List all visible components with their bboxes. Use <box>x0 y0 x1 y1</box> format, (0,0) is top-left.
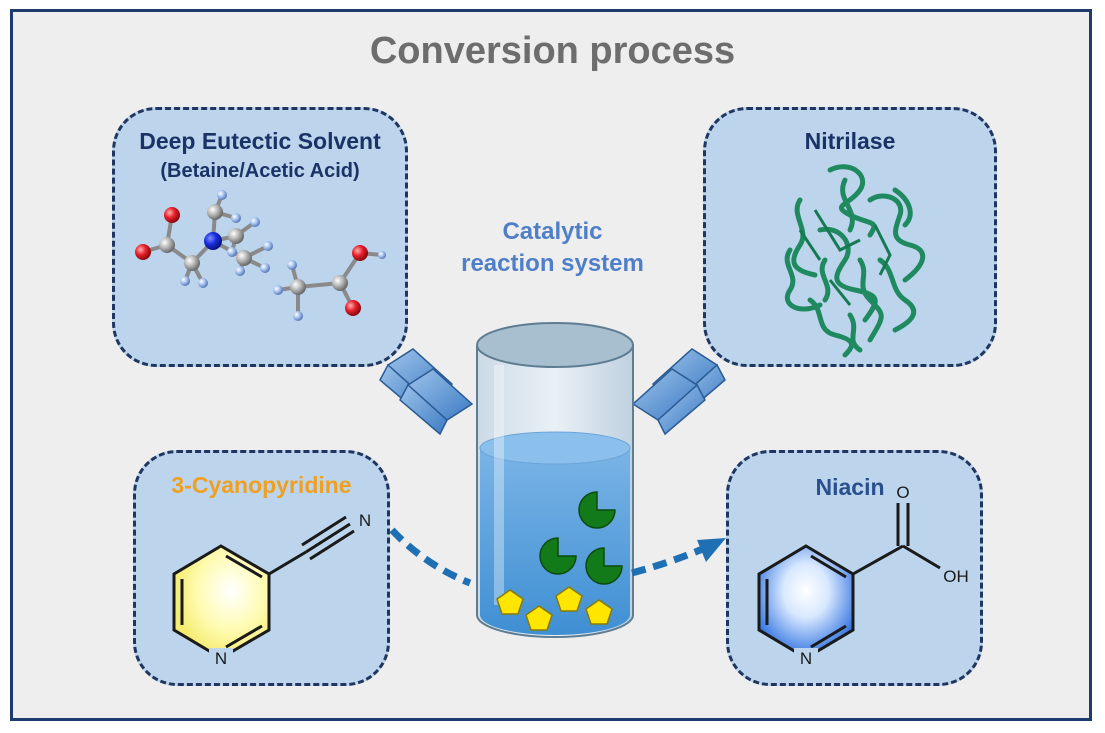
niacin-title: Niacin <box>815 474 885 500</box>
cyanopyridine-structure <box>172 515 355 668</box>
beaker-to-niacin-dashed-arrow <box>631 544 707 577</box>
betaine-atoms <box>135 190 273 288</box>
des-title: Deep Eutectic Solvent <box>139 128 381 154</box>
substrate-title: 3-Cyanopyridine <box>171 472 352 498</box>
nitrilase-protein <box>784 164 925 358</box>
des-panel <box>112 107 408 367</box>
carbonyl-o-label: O <box>896 483 909 502</box>
niacin-ring-n-label: N <box>800 649 812 668</box>
beaker <box>476 322 634 638</box>
arrowhead-icon <box>697 538 726 562</box>
enzyme-pacman-shapes <box>539 491 623 585</box>
nitrilase-panel <box>703 107 997 367</box>
pyridine-n-label: N <box>215 649 227 668</box>
figure-title: Conversion process <box>369 30 736 72</box>
des-subtitle: (Betaine/Acetic Acid) <box>160 160 360 182</box>
nitrile-n-label: N <box>359 511 371 530</box>
hydroxyl-oh-label: OH <box>943 567 969 586</box>
substrate-to-beaker-dashed-arrow <box>389 527 472 587</box>
niacin-structure <box>757 503 941 668</box>
substrate-pentagon-shapes <box>496 586 613 631</box>
acetic-acid-atoms <box>273 245 386 321</box>
catalytic-label-line1: Catalytic <box>502 218 603 245</box>
chevron-arrow-left-icon <box>379 348 474 436</box>
chevron-arrow-right-icon <box>631 348 726 436</box>
catalytic-label-line2: reaction system <box>461 250 644 277</box>
nitrilase-protein-strands <box>798 209 892 306</box>
nitrilase-title: Nitrilase <box>804 128 896 154</box>
